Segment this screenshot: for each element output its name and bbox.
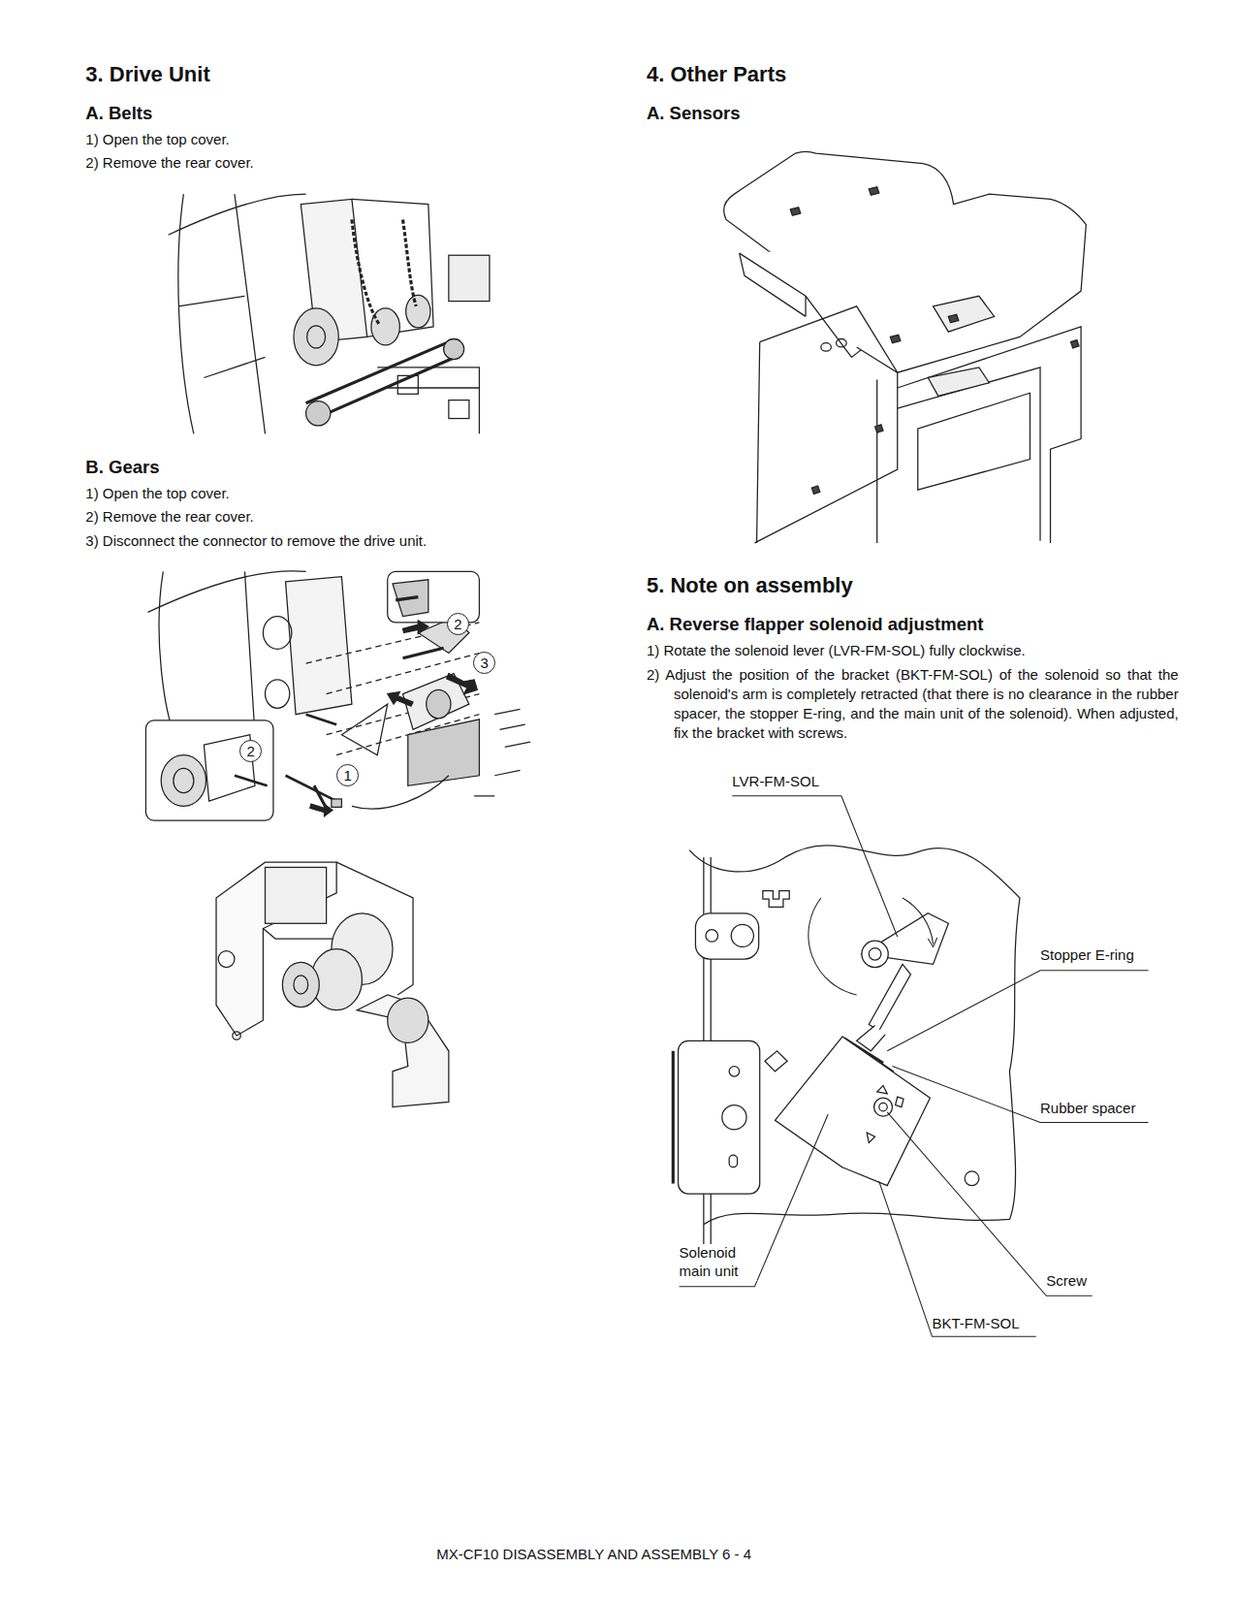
procedure-step: 1) Open the top cover. <box>85 483 603 504</box>
callout-text: 2 <box>247 742 255 760</box>
procedure-step: 3) Disconnect the connector to remove th… <box>85 531 603 551</box>
callout-text: 1 <box>344 766 352 784</box>
procedure-step: 1) Rotate the solenoid lever (LVR-FM-SOL… <box>646 640 1184 661</box>
drive-unit-illustration <box>216 861 449 1107</box>
callout-text: 2 <box>453 615 462 633</box>
section-heading: 5. Note on assembly <box>646 571 1055 600</box>
subsection-heading: A. Belts <box>85 101 392 125</box>
part-label: Solenoid main unit <box>679 1243 758 1281</box>
gears-illustration <box>145 570 531 821</box>
part-label: Screw <box>1045 1271 1087 1291</box>
subsection-heading: A. Reverse flapper solenoid adjustment <box>646 612 1137 635</box>
part-label: Rubber spacer <box>1040 1099 1136 1118</box>
solenoid-illustration <box>672 845 1020 1255</box>
page-footer: MX-CF10 DISASSEMBLY AND ASSEMBLY 6 - 4 <box>436 1545 845 1564</box>
section-heading: 4. Other Parts <box>646 61 1055 89</box>
callout-text: 3 <box>480 654 489 671</box>
subsection-heading: B. Gears <box>85 455 392 478</box>
callout-number: 2 <box>239 739 262 762</box>
part-label: BKT-FM-SOL <box>932 1314 1020 1333</box>
callout-number: 3 <box>473 651 496 674</box>
procedure-step: 2) Remove the rear cover. <box>85 507 603 527</box>
arrows <box>310 620 478 817</box>
part-label: Stopper E-ring <box>1040 946 1135 965</box>
part-label: LVR-FM-SOL <box>731 772 820 792</box>
procedure-step: 2) Remove the rear cover. <box>85 153 603 173</box>
subsection-heading: A. Sensors <box>646 101 953 125</box>
callout-number: 1 <box>336 763 359 787</box>
belts-illustration <box>168 193 490 434</box>
section-heading: 3. Drive Unit <box>85 61 494 89</box>
procedure-step: 1) Open the top cover. <box>85 129 603 150</box>
procedure-step: 2) Adjust the position of the bracket (B… <box>646 665 1179 743</box>
finisher-illustration <box>724 151 1087 542</box>
leader-lines <box>679 795 1149 1337</box>
